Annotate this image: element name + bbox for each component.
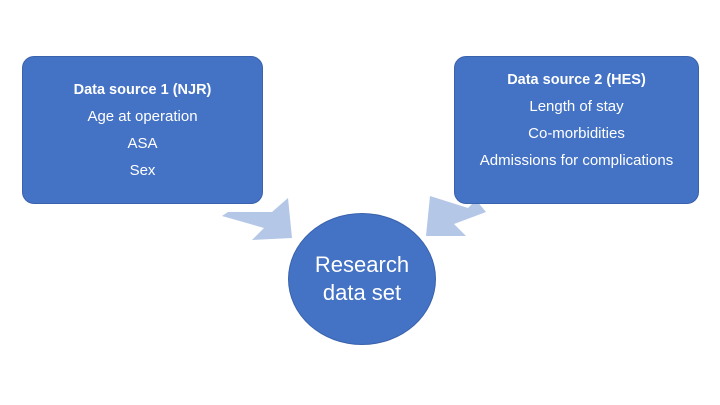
research-data-set-label: Research data set [314, 252, 410, 305]
data-source-2-box: Data source 2 (HES) Length of stay Co-mo… [454, 56, 699, 204]
field-item: Admissions for complications [479, 152, 674, 169]
data-source-2-fields: Length of stay Co-morbidities Admissions… [455, 93, 698, 174]
field-item: Sex [129, 162, 156, 179]
field-item: Age at operation [87, 108, 198, 125]
field-item: Co-morbidities [528, 125, 625, 142]
research-data-set-node: Research data set [288, 213, 436, 345]
data-source-1-box: Data source 1 (NJR) Age at operation ASA… [22, 56, 263, 204]
arrow-right-to-target [426, 196, 486, 236]
data-source-1-fields: Age at operation ASA Sex [23, 103, 262, 184]
field-item: ASA [127, 135, 158, 152]
data-source-2-title: Data source 2 (HES) [507, 72, 646, 88]
arrow-left-to-target [222, 198, 292, 240]
field-item: Length of stay [529, 98, 624, 115]
data-source-1-title: Data source 1 (NJR) [73, 82, 212, 98]
